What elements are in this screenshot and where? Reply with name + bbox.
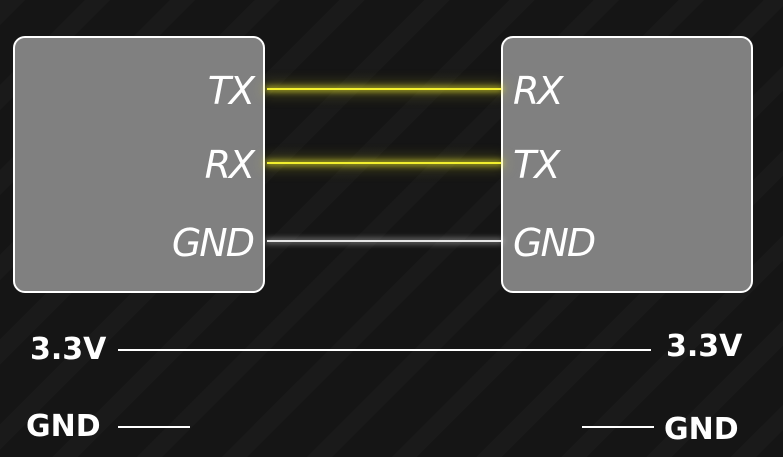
right-pin-gnd-label: GND: [513, 221, 596, 265]
wire-tx-to-rx: [267, 88, 501, 90]
ground-rail-right-label: GND: [664, 412, 739, 447]
ground-rail-left-label: GND: [26, 409, 101, 444]
right-pin-tx-label: TX: [513, 143, 560, 187]
ground-rail-right-line: [582, 426, 654, 428]
power-rail-right-label: 3.3V: [666, 329, 743, 364]
power-rail-line: [118, 349, 651, 351]
left-pin-rx-label: RX: [204, 143, 255, 187]
left-pin-gnd-label: GND: [171, 221, 255, 265]
wire-gnd-to-gnd: [267, 240, 501, 242]
power-rail-left-label: 3.3V: [30, 332, 107, 367]
left-device-box: TX RX GND: [13, 36, 265, 293]
right-pin-rx-label: RX: [513, 69, 563, 113]
right-device-box: RX TX GND: [501, 36, 753, 293]
wire-rx-to-tx: [267, 162, 501, 164]
ground-rail-left-line: [118, 426, 190, 428]
left-pin-tx-label: TX: [207, 69, 255, 113]
